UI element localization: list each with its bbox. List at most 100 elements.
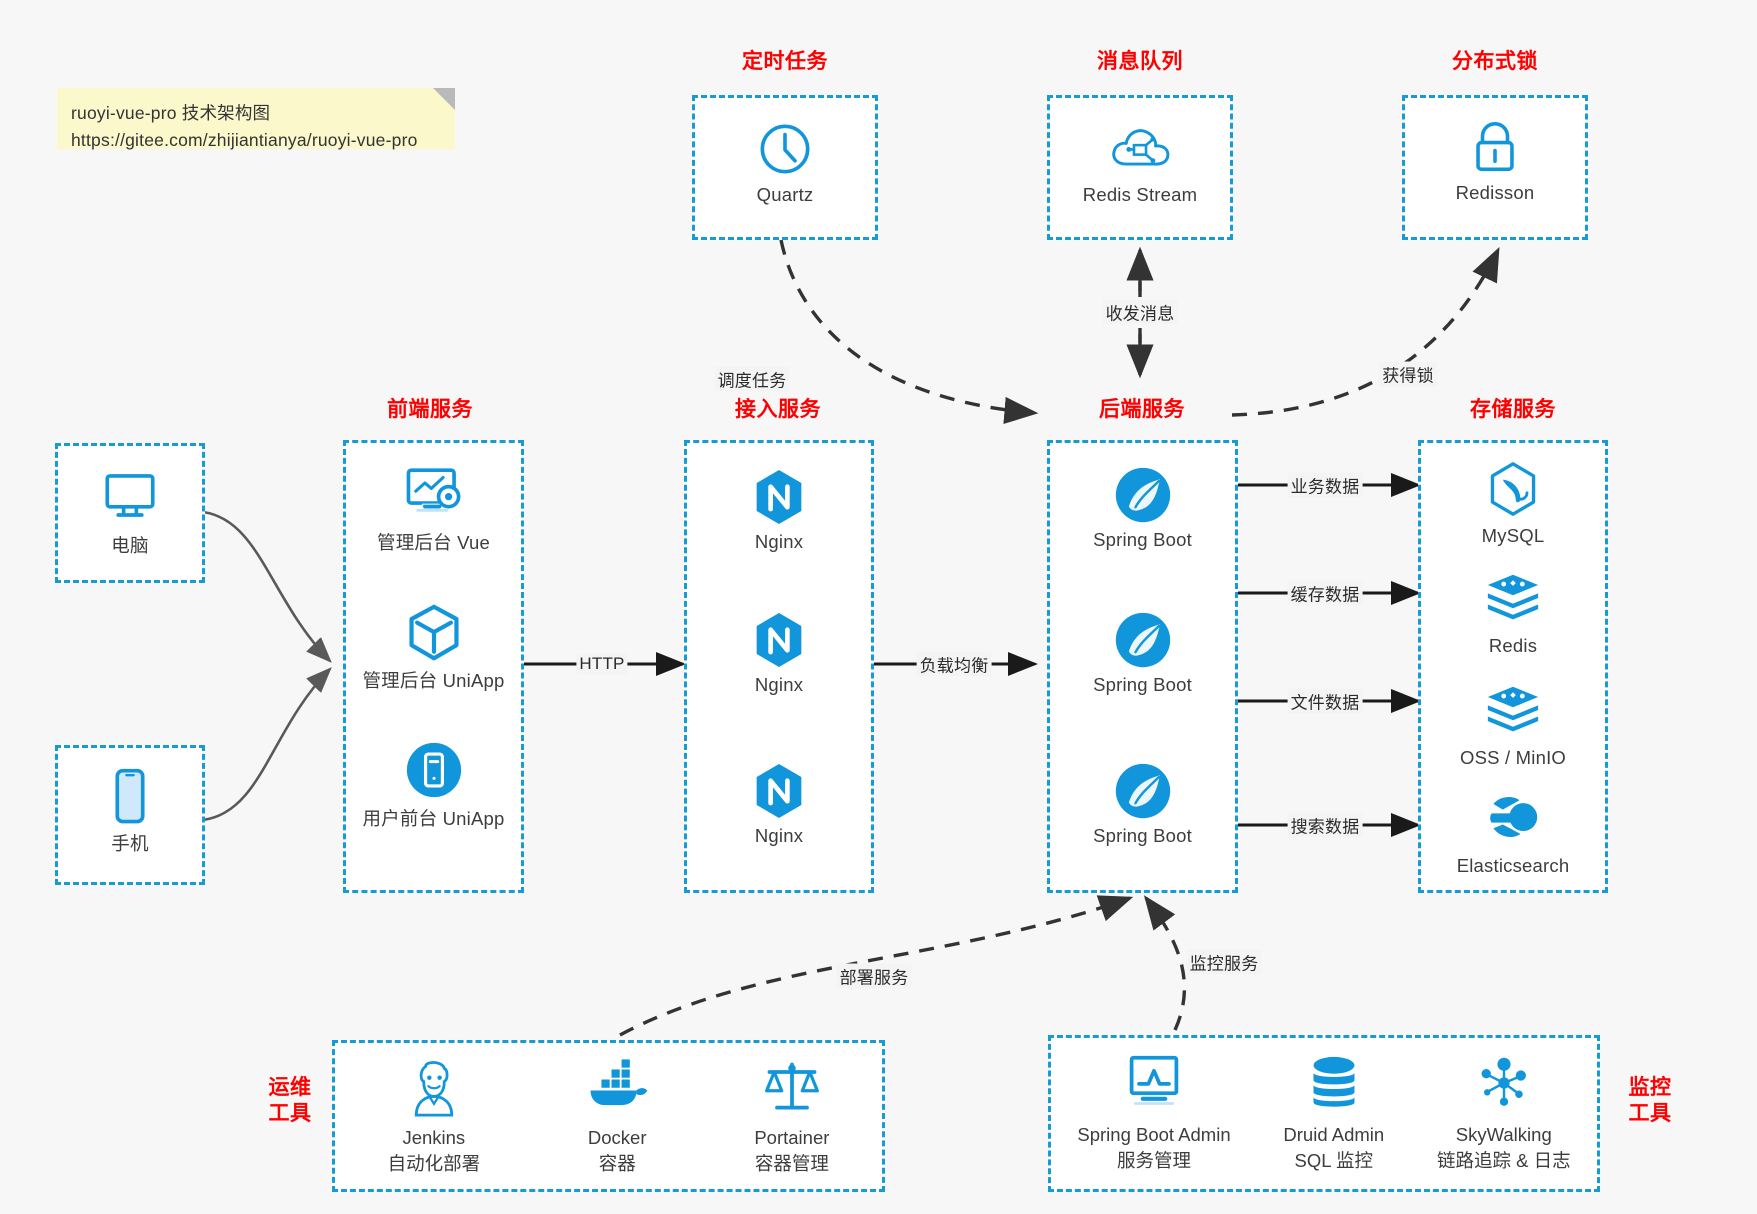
- edge-mobile-to-frontend: [202, 667, 332, 822]
- smartphone-icon: [58, 766, 202, 824]
- edge-label-http: HTTP: [576, 654, 628, 674]
- node-label: Spring Boot: [1093, 674, 1192, 695]
- node-label: Jenkins: [402, 1126, 466, 1148]
- clock-icon: [695, 120, 875, 178]
- node-admin-vue[interactable]: 管理后台 Vue: [346, 465, 521, 555]
- node-user-uniapp[interactable]: 用户前台 UniApp: [346, 741, 521, 831]
- mysql-dolphin-icon: [1421, 461, 1605, 519]
- node-jenkins[interactable]: Jenkins 自动化部署: [387, 1057, 481, 1176]
- cloud-stream-icon: [1050, 120, 1230, 178]
- edge-label-deploy-service: 部署服务: [836, 963, 912, 989]
- edge-acquire-lock: [1231, 246, 1500, 417]
- node-spring-boot-1[interactable]: Spring Boot: [1050, 465, 1235, 551]
- sticky-note: ruoyi-vue-pro 技术架构图 https://gitee.com/zh…: [57, 88, 455, 150]
- edge-label-schedule-task: 调度任务: [714, 366, 790, 392]
- group-title-backend: 后端服务: [1099, 398, 1185, 421]
- group-scheduled-task[interactable]: Quartz: [692, 95, 878, 240]
- node-label: 手机: [111, 833, 149, 854]
- node-sublabel: 容器: [598, 1152, 636, 1174]
- node-label: Spring Boot: [1093, 825, 1192, 846]
- node-label: Portainer: [754, 1126, 830, 1148]
- node-admin-uniapp[interactable]: 管理后台 UniApp: [346, 603, 521, 693]
- group-message-queue[interactable]: Redis Stream: [1047, 95, 1233, 240]
- group-devops[interactable]: Jenkins 自动化部署 Docker 容器: [332, 1040, 885, 1192]
- node-label: 电脑: [111, 535, 149, 556]
- group-frontend[interactable]: 管理后台 Vue 管理后台 UniApp 用户前台 UniApp: [343, 440, 524, 893]
- group-title-frontend: 前端服务: [387, 398, 473, 421]
- group-client-mobile[interactable]: 手机: [55, 745, 205, 885]
- edge-monitor-service: [1143, 895, 1186, 1031]
- nginx-icon: [687, 467, 871, 525]
- node-label: Redisson: [1455, 182, 1535, 203]
- mobile-app-icon: [346, 741, 521, 799]
- node-druid-admin[interactable]: Druid Admin SQL 监控: [1283, 1054, 1384, 1173]
- node-label: OSS / MinIO: [1459, 747, 1567, 768]
- node-pc[interactable]: 电脑: [58, 468, 202, 558]
- node-redisson[interactable]: Redisson: [1405, 118, 1585, 204]
- node-label: Redis Stream: [1082, 184, 1198, 205]
- node-label: Druid Admin: [1283, 1124, 1385, 1145]
- database-icon: [1283, 1054, 1384, 1116]
- node-docker[interactable]: Docker 容器: [585, 1057, 649, 1176]
- edge-label-search-data: 搜索数据: [1287, 812, 1363, 838]
- node-mobile[interactable]: 手机: [58, 766, 202, 856]
- node-nginx-1[interactable]: Nginx: [687, 467, 871, 553]
- node-nginx-3[interactable]: Nginx: [687, 761, 871, 847]
- group-gateway[interactable]: Nginx Nginx Nginx: [684, 440, 874, 893]
- group-backend[interactable]: Spring Boot Spring Boot Spring Boot: [1047, 440, 1238, 893]
- desktop-icon: [58, 468, 202, 526]
- nginx-icon: [687, 610, 871, 668]
- dashboard-gear-icon: [346, 465, 521, 523]
- node-redis-stream[interactable]: Redis Stream: [1050, 120, 1230, 206]
- node-sublabel: 链路追踪 & 日志: [1436, 1150, 1571, 1171]
- note-fold-icon: [433, 88, 455, 110]
- group-monitoring[interactable]: Spring Boot Admin 服务管理 Druid Admin S: [1048, 1035, 1600, 1192]
- node-redis[interactable]: Redis: [1421, 571, 1605, 657]
- node-label: SkyWalking: [1455, 1124, 1552, 1145]
- group-title-gateway: 接入服务: [735, 398, 821, 421]
- group-title-monitoring: 监控 工具: [1628, 1076, 1672, 1126]
- node-label: Nginx: [754, 531, 804, 552]
- node-spring-boot-admin[interactable]: Spring Boot Admin 服务管理: [1077, 1054, 1231, 1173]
- group-title-scheduled-task: 定时任务: [742, 50, 828, 73]
- node-quartz[interactable]: Quartz: [695, 120, 875, 206]
- node-sublabel: 自动化部署: [387, 1152, 481, 1174]
- node-mysql[interactable]: MySQL: [1421, 461, 1605, 547]
- note-line-url: https://gitee.com/zhijiantianya/ruoyi-vu…: [71, 130, 418, 151]
- edge-label-load-balance: 负载均衡: [916, 651, 992, 677]
- node-sublabel: SQL 监控: [1294, 1150, 1374, 1171]
- jenkins-butler-icon: [388, 1057, 481, 1119]
- node-sublabel: 容器管理: [754, 1152, 829, 1174]
- spring-leaf-icon: [1050, 610, 1235, 668]
- node-portainer[interactable]: Portainer 容器管理: [754, 1057, 829, 1176]
- node-elasticsearch[interactable]: Elasticsearch: [1421, 791, 1605, 877]
- node-label: Elasticsearch: [1456, 855, 1570, 876]
- edge-label-monitor-service: 监控服务: [1186, 949, 1262, 975]
- node-spring-boot-2[interactable]: Spring Boot: [1050, 610, 1235, 696]
- group-title-distributed-lock: 分布式锁: [1452, 50, 1538, 73]
- nginx-icon: [687, 761, 871, 819]
- node-oss-minio[interactable]: OSS / MinIO: [1421, 683, 1605, 769]
- docker-whale-icon: [585, 1057, 649, 1119]
- spring-leaf-icon: [1050, 465, 1235, 523]
- group-storage[interactable]: MySQL Redis: [1418, 440, 1608, 893]
- scales-icon: [754, 1057, 829, 1119]
- node-nginx-2[interactable]: Nginx: [687, 610, 871, 696]
- elasticsearch-icon: [1421, 791, 1605, 849]
- node-skywalking[interactable]: SkyWalking 链路追踪 & 日志: [1437, 1054, 1571, 1173]
- group-client-pc[interactable]: 电脑: [55, 443, 205, 583]
- node-label: Nginx: [754, 825, 804, 846]
- group-distributed-lock[interactable]: Redisson: [1402, 95, 1588, 240]
- edge-label-file-data: 文件数据: [1287, 688, 1363, 714]
- group-title-devops: 运维 工具: [268, 1076, 312, 1126]
- node-label: Spring Boot: [1093, 529, 1192, 550]
- node-label: Spring Boot Admin: [1077, 1124, 1231, 1145]
- redis-stack-icon: [1421, 571, 1605, 629]
- edge-label-business-data: 业务数据: [1287, 472, 1363, 498]
- edge-label-cache-data: 缓存数据: [1287, 580, 1363, 606]
- node-spring-boot-3[interactable]: Spring Boot: [1050, 761, 1235, 847]
- monitor-chart-icon: [1077, 1054, 1230, 1116]
- group-title-message-queue: 消息队列: [1097, 50, 1183, 73]
- lock-icon: [1405, 118, 1585, 176]
